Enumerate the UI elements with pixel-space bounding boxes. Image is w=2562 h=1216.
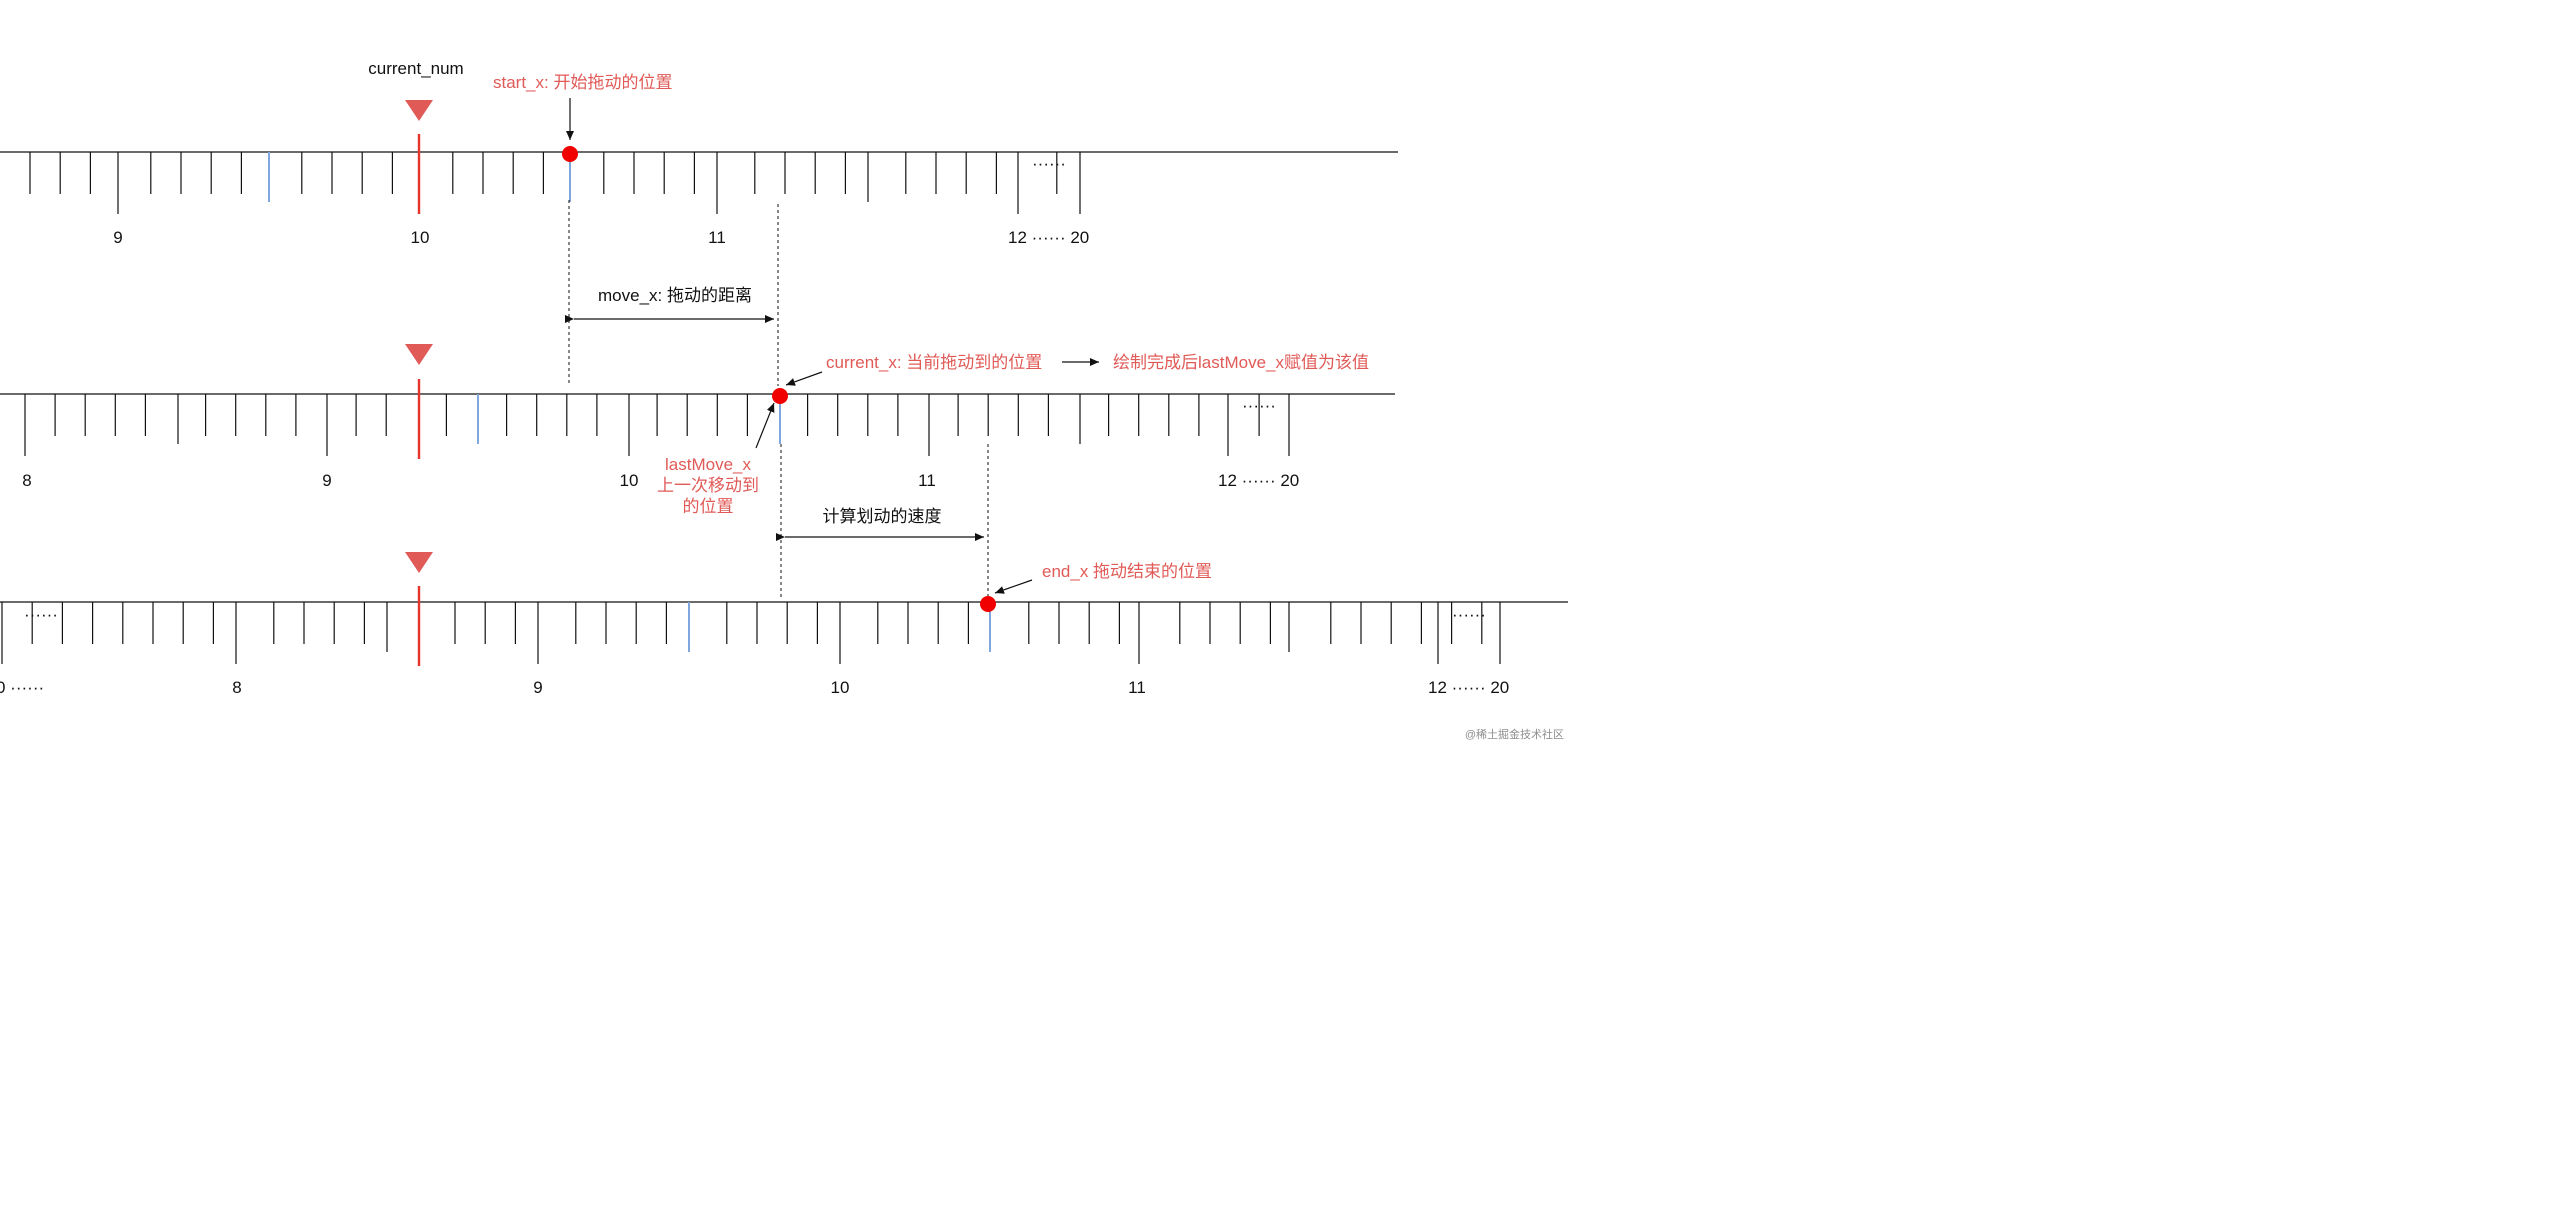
ruler-1-label: 9 <box>113 228 122 247</box>
end-point-dot-icon <box>980 596 996 612</box>
ruler-1-label: 12 ······ 20 <box>1008 228 1089 247</box>
current-x-label: current_x: 当前拖动到的位置 <box>826 353 1042 372</box>
start-point-dot-icon <box>562 146 578 162</box>
ruler-2-ticks <box>24 394 1290 456</box>
ruler-1-label: 11 <box>708 228 726 247</box>
ruler-3-label: 12 ······ 20 <box>1428 678 1509 697</box>
end-x-label: end_x 拖动结束的位置 <box>1042 562 1212 581</box>
current-num-label: current_num <box>368 59 463 78</box>
current-x-arrow <box>785 371 823 386</box>
end-x-arrow <box>994 579 1033 594</box>
ruler-3: 0 ······ 8 9 10 11 12 ······ 20 ······ ·… <box>0 552 1568 697</box>
watermark: @稀土掘金技术社区 <box>1465 727 1564 741</box>
ruler-1-ticks <box>29 152 1081 214</box>
ruler-3-label: 9 <box>533 678 542 697</box>
pointer-triangle-icon <box>405 552 433 573</box>
ruler-3-label: 11 <box>1128 678 1146 697</box>
ruler-3-label: 0 ······ <box>0 678 44 697</box>
last-move-label-line1: lastMove_x <box>665 455 751 474</box>
ruler-1-ellipsis: ······ <box>1032 154 1066 173</box>
ruler-2: 8 9 10 11 12 ······ 20 ······ current_x:… <box>0 344 1395 516</box>
last-move-arrow <box>755 402 775 449</box>
ruler-3-ellipsis: ······ <box>24 605 58 624</box>
ruler-2-label: 9 <box>322 471 331 490</box>
last-move-label-line2: 上一次移动到 <box>657 476 759 495</box>
start-x-label: start_x: 开始拖动的位置 <box>493 73 672 92</box>
ruler-3-label: 8 <box>232 678 241 697</box>
ruler-2-label: 11 <box>918 471 936 490</box>
ruler-3-ticks <box>1 602 1501 664</box>
current-point-dot-icon <box>772 388 788 404</box>
ruler-2-label: 8 <box>22 471 31 490</box>
ruler-3-label: 10 <box>831 678 850 697</box>
move-x-label: move_x: 拖动的距离 <box>598 286 752 305</box>
last-move-label-line3: 的位置 <box>683 497 734 516</box>
diagram-canvas: 9 10 11 12 ······ 20 ······ current_num … <box>0 0 1568 744</box>
ruler-2-label: 10 <box>620 471 639 490</box>
ruler-drag-diagram: 9 10 11 12 ······ 20 ······ current_num … <box>0 59 1568 741</box>
ruler-1-label: 10 <box>411 228 430 247</box>
ruler-2-label: 12 ······ 20 <box>1218 471 1299 490</box>
after-draw-label: 绘制完成后lastMove_x赋值为该值 <box>1113 353 1369 372</box>
ruler-2-ellipsis: ······ <box>1242 396 1276 415</box>
ruler-1: 9 10 11 12 ······ 20 ······ current_num … <box>0 59 1398 247</box>
pointer-triangle-icon <box>405 344 433 365</box>
speed-label: 计算划动的速度 <box>823 507 942 526</box>
ruler-3-ellipsis: ······ <box>1452 605 1486 624</box>
pointer-triangle-icon <box>405 100 433 121</box>
